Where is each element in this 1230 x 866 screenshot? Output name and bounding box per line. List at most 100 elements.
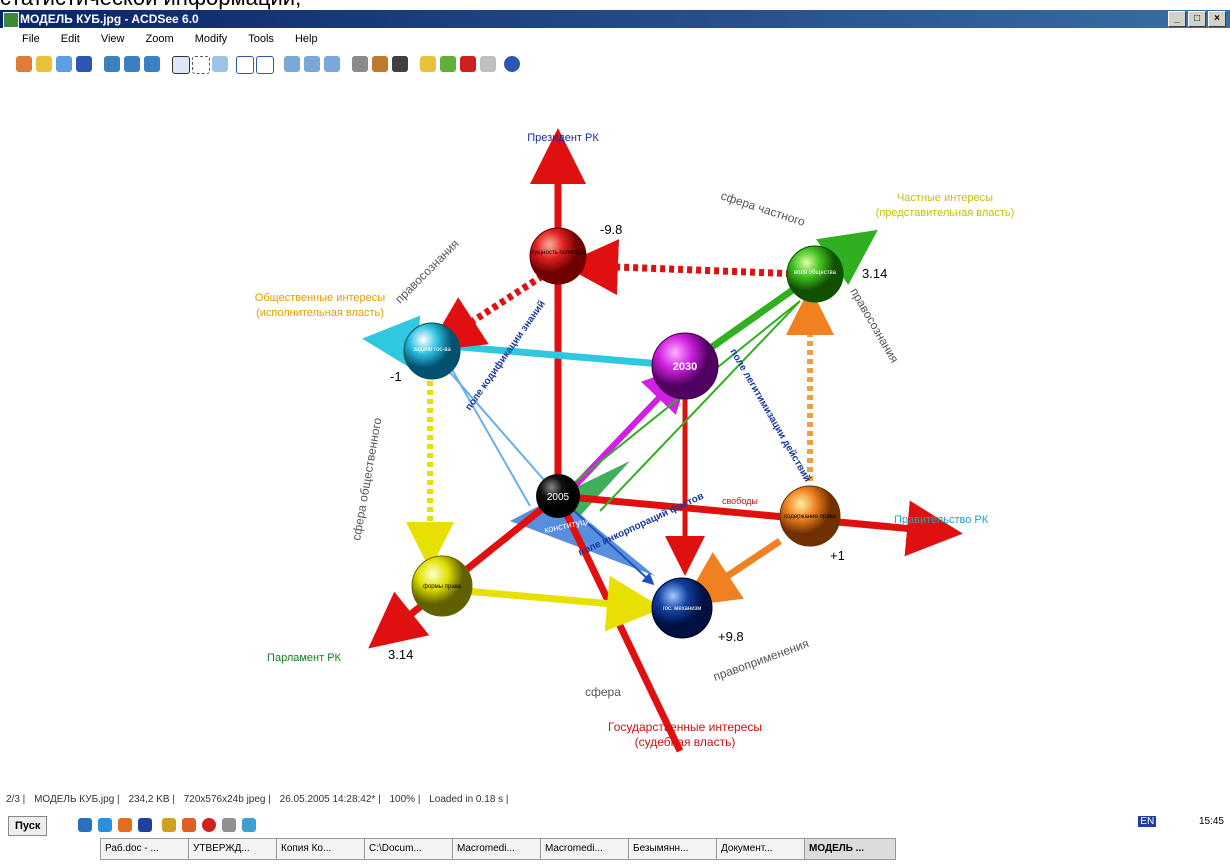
sphere-bottom: гос. механизм — [651, 577, 713, 639]
maximize-button[interactable]: □ — [1188, 11, 1206, 27]
zoom-menu-icon[interactable] — [324, 56, 340, 72]
crop-icon[interactable] — [192, 56, 210, 74]
task-button-4[interactable]: C:\Docum... — [364, 838, 456, 860]
toolbar — [0, 52, 1230, 78]
minimize-button[interactable]: _ — [1168, 11, 1186, 27]
cube-model-diagram: сущность политики воля общества задачи г… — [255, 128, 1015, 753]
browse-icon[interactable] — [16, 56, 32, 72]
zoom-tool-icon[interactable] — [212, 56, 228, 72]
arc-label-4: сфера общественного — [349, 416, 384, 541]
top-cut-text: статистической информации, — [0, 0, 1230, 10]
axis-right-top-label2: (представительная власть) — [876, 207, 1015, 219]
delete-icon[interactable] — [460, 56, 476, 72]
sphere-top: сущность политики — [529, 227, 587, 285]
status-index: 2/3 — [6, 794, 20, 805]
axis-right-top-label: Частные интересы — [897, 192, 993, 204]
folder-icon[interactable] — [36, 56, 52, 72]
status-date: 26.05.2005 14:28:42* — [279, 794, 376, 805]
window-title: МОДЕЛЬ КУБ.jpg - ACDSee 6.0 — [20, 12, 199, 26]
status-size: 234,2 KB — [128, 794, 170, 805]
sphere-bottom-label: гос. механизм — [663, 606, 702, 612]
sphere-left-bottom: формы права — [411, 555, 473, 617]
task-button-6[interactable]: Macromedi... — [540, 838, 632, 860]
sphere-right-top-label: воля общества — [794, 270, 837, 276]
task-button-8[interactable]: Документ... — [716, 838, 808, 860]
select-icon[interactable] — [172, 56, 190, 74]
task-button-9[interactable]: МОДЕЛЬ ... — [804, 838, 896, 860]
sphere-origin: 2005 — [536, 474, 580, 518]
status-zoom: 100% — [389, 794, 416, 805]
clock: 15:45 — [1198, 816, 1224, 827]
axis-bottom-label2: (судебная власть) — [635, 735, 736, 749]
axis-left-bottom-label: Парламент РК — [267, 652, 341, 664]
app-icon — [3, 12, 19, 28]
menu-tools[interactable]: Tools — [248, 33, 274, 45]
tray-lang[interactable]: EN — [1138, 816, 1157, 827]
close-button[interactable]: × — [1208, 11, 1226, 27]
save-icon[interactable] — [76, 56, 92, 72]
task-button-1[interactable]: Раб.doc - ... — [100, 838, 192, 860]
menu-edit[interactable]: Edit — [60, 33, 80, 45]
task-button-7[interactable]: Безымянн... — [628, 838, 720, 860]
menu-bar: File Edit View Zoom Modify Tools Help — [0, 30, 1230, 48]
save-disk-icon[interactable] — [138, 818, 152, 832]
open-icon[interactable] — [420, 56, 436, 72]
slideshow-icon[interactable] — [144, 56, 160, 72]
print-icon[interactable] — [352, 56, 368, 72]
find-icon[interactable] — [56, 56, 72, 72]
svobody-label: свободы — [722, 496, 758, 506]
arc-label-3: правосознания — [847, 286, 901, 366]
title-bar: МОДЕЛЬ КУБ.jpg - ACDSee 6.0 _ □ × — [0, 10, 1230, 28]
zoom-out-icon[interactable] — [304, 56, 320, 72]
arc-label-1: сфера частного — [719, 189, 807, 230]
axis-bottom-label: Государственные интересы — [608, 720, 762, 734]
start-button[interactable]: Пуск — [8, 816, 48, 836]
image-viewer: сущность политики воля общества задачи г… — [10, 86, 1222, 776]
menu-zoom[interactable]: Zoom — [145, 33, 174, 45]
mail-icon[interactable] — [182, 818, 196, 832]
status-file: МОДЕЛЬ КУБ.jpg — [34, 794, 115, 805]
axis-right-label: Правительство РК — [894, 514, 989, 526]
explorer-icon[interactable] — [242, 818, 256, 832]
desktop-icon[interactable] — [78, 818, 92, 832]
menu-modify[interactable]: Modify — [194, 33, 228, 45]
sphere-right-top: воля общества — [786, 245, 844, 303]
options-icon[interactable] — [392, 56, 408, 72]
value-right-top: 3.14 — [862, 266, 887, 281]
window-controls: _ □ × — [1168, 11, 1226, 27]
task-button-2[interactable]: УТВЕРЖД... — [188, 838, 280, 860]
zoom-in-icon[interactable] — [284, 56, 300, 72]
value-left-bottom: 3.14 — [388, 647, 413, 662]
prev-image-icon[interactable] — [104, 56, 120, 72]
arc-label-2: правосознания — [392, 237, 461, 306]
sphere-top-label: сущность политики — [531, 250, 585, 256]
sphere-left: задачи гос-ва — [403, 322, 461, 380]
rotate-icon[interactable] — [372, 56, 388, 72]
system-tray: EN 15:45 — [1138, 816, 1224, 827]
properties-icon[interactable] — [480, 56, 496, 72]
sphere-right-label: содержание права — [784, 514, 837, 520]
ball-icon[interactable] — [202, 818, 216, 832]
ie-icon[interactable] — [98, 818, 112, 832]
value-bottom: +9.8 — [718, 629, 744, 644]
status-bar: 2/3 | МОДЕЛЬ КУБ.jpg | 234,2 KB | 720x57… — [0, 790, 1230, 810]
axis-left-top-label: Общественные интересы — [255, 292, 385, 304]
task-button-3[interactable]: Копия Ко... — [276, 838, 368, 860]
task-button-5[interactable]: Macromedi... — [452, 838, 544, 860]
menu-view[interactable]: View — [100, 33, 125, 45]
media-icon[interactable] — [118, 818, 132, 832]
axis-top-label: Президент РК — [527, 132, 599, 144]
menu-file[interactable]: File — [22, 33, 40, 45]
menu-help[interactable]: Help — [294, 33, 318, 45]
next-image-icon[interactable] — [124, 56, 140, 72]
web-icon[interactable] — [504, 56, 520, 72]
dual-view-icon[interactable] — [256, 56, 274, 74]
settings-icon[interactable] — [222, 818, 236, 832]
single-view-icon[interactable] — [236, 56, 254, 74]
arc-label-5: сфера — [585, 685, 621, 699]
sphere-left-bottom-label: формы права — [423, 584, 462, 590]
status-dims: 720x576x24b jpeg — [183, 794, 266, 805]
pen-icon[interactable] — [162, 818, 176, 832]
value-left: -1 — [390, 369, 402, 384]
refresh-icon[interactable] — [440, 56, 456, 72]
